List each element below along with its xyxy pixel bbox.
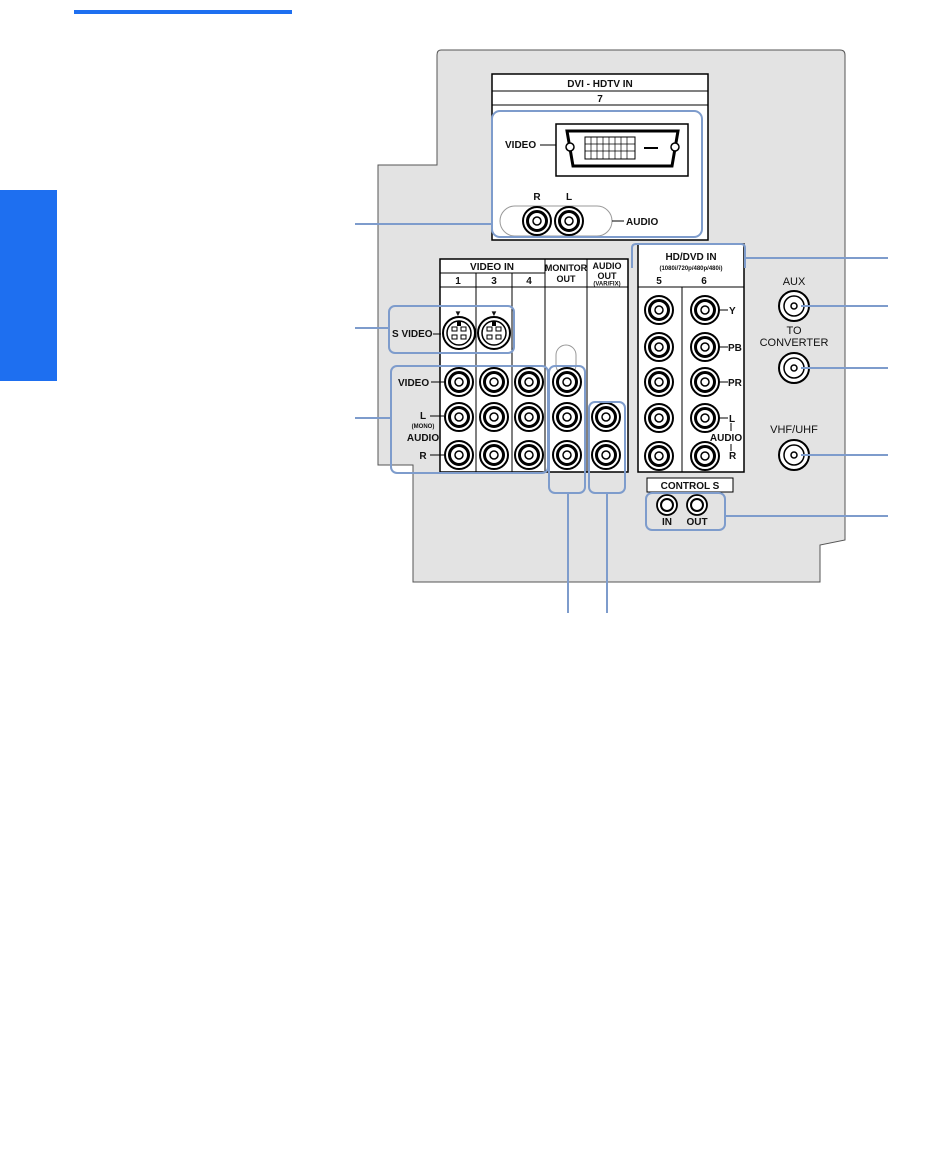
- hd-r-label: R: [729, 451, 737, 462]
- section-tab: [0, 190, 57, 381]
- to-label: TO: [786, 325, 802, 337]
- hd6-pr-jack[interactable]: [689, 366, 721, 398]
- svg-text:▼: ▼: [454, 309, 462, 318]
- control-s-in-label: IN: [662, 517, 672, 528]
- audio-r-jack-1[interactable]: [443, 439, 475, 471]
- monitor-audio-l-jack[interactable]: [551, 401, 583, 433]
- hd-dvd-col6: 6: [701, 276, 707, 287]
- hd-l-label: L: [729, 414, 735, 425]
- dvi-r-label: R: [533, 192, 541, 203]
- s-video-jack-3[interactable]: [477, 316, 511, 350]
- monitor-audio-r-jack[interactable]: [551, 439, 583, 471]
- hd-dvd-sub: (1080i/720p/480p/480i): [659, 266, 722, 272]
- monitor-video-jack[interactable]: [551, 366, 583, 398]
- control-s-in-jack[interactable]: [656, 494, 678, 516]
- dvi-section: DVI - HDTV IN 7 VIDEO R L AUDIO: [491, 73, 709, 241]
- video-jack-4[interactable]: [513, 366, 545, 398]
- control-s-out-label: OUT: [686, 517, 707, 528]
- svg-text:▼: ▼: [490, 309, 498, 318]
- dvi-number: 7: [597, 94, 603, 105]
- video-jack-1[interactable]: [443, 366, 475, 398]
- audio-out-r-jack[interactable]: [590, 439, 622, 471]
- mono-label: (MONO): [412, 424, 435, 430]
- hd5-audio-l-jack[interactable]: [643, 402, 675, 434]
- dvi-audio-r-jack[interactable]: [521, 205, 553, 237]
- video-row-label: VIDEO: [398, 378, 429, 389]
- converter-label: CONVERTER: [760, 337, 829, 349]
- audio-l-jack-1[interactable]: [443, 401, 475, 433]
- audio-out-sub: (VAR/FIX): [593, 282, 620, 288]
- s-video-jack-1[interactable]: [442, 316, 476, 350]
- dvi-title: DVI - HDTV IN: [567, 79, 633, 90]
- hd6-audio-r-jack[interactable]: [689, 440, 721, 472]
- r-row-label: R: [419, 451, 427, 462]
- video-jack-3[interactable]: [478, 366, 510, 398]
- callout-hd-dvd: [631, 243, 746, 268]
- rf-section: AUX TO CONVERTER VHF/UHF: [760, 276, 829, 471]
- hd-pr-label: PR: [728, 378, 743, 389]
- callout-dvi: [491, 110, 703, 238]
- audio-out-line1: AUDIO: [593, 261, 622, 271]
- s-video-label: S VIDEO: [392, 329, 433, 340]
- callout-s-video: [388, 305, 515, 354]
- audio-l-jack-4[interactable]: [513, 401, 545, 433]
- hd5-pb-jack[interactable]: [643, 331, 675, 363]
- monitor-out-line2: OUT: [557, 274, 577, 284]
- audio-r-jack-3[interactable]: [478, 439, 510, 471]
- l-row-label: L: [420, 411, 426, 422]
- hd-dvd-col5: 5: [656, 276, 662, 287]
- hd6-y-jack[interactable]: [689, 294, 721, 326]
- hd-dvd-title: HD/DVD IN: [665, 252, 716, 263]
- dvi-video-label: VIDEO: [505, 140, 536, 151]
- audio-r-jack-4[interactable]: [513, 439, 545, 471]
- vhf-uhf-label: VHF/UHF: [770, 424, 818, 436]
- video-in-col1: 1: [455, 276, 461, 287]
- control-s-title: CONTROL S: [661, 481, 720, 492]
- dvi-audio-label: AUDIO: [626, 217, 658, 228]
- video-in-title: VIDEO IN: [470, 262, 514, 273]
- hd5-pr-jack[interactable]: [643, 366, 675, 398]
- monitor-out-line1: MONITOR: [545, 263, 588, 273]
- header-rule: [74, 10, 292, 14]
- hd6-pb-jack[interactable]: [689, 331, 721, 363]
- hd5-audio-r-jack[interactable]: [643, 440, 675, 472]
- hd-dvd-section: HD/DVD IN (1080i/720p/480p/480i) 5 6 Y P…: [637, 243, 745, 473]
- hd5-y-jack[interactable]: [643, 294, 675, 326]
- audio-l-jack-3[interactable]: [478, 401, 510, 433]
- audio-row-label: AUDIO: [407, 433, 439, 444]
- hd-y-label: Y: [729, 306, 736, 317]
- hd-pb-label: PB: [728, 343, 742, 354]
- audio-out-line2: OUT: [598, 271, 618, 281]
- callout-lines: [355, 110, 888, 613]
- callout-control-s: [645, 492, 726, 531]
- dvi-l-label: L: [566, 192, 572, 203]
- hd6-audio-l-jack[interactable]: [689, 402, 721, 434]
- aux-label: AUX: [783, 276, 806, 288]
- video-in-col3: 3: [491, 276, 497, 287]
- dvi-audio-l-jack[interactable]: [553, 205, 585, 237]
- video-in-col4: 4: [526, 276, 532, 287]
- hd-audio-label: AUDIO: [710, 433, 742, 444]
- control-s-out-jack[interactable]: [686, 494, 708, 516]
- audio-out-l-jack[interactable]: [590, 401, 622, 433]
